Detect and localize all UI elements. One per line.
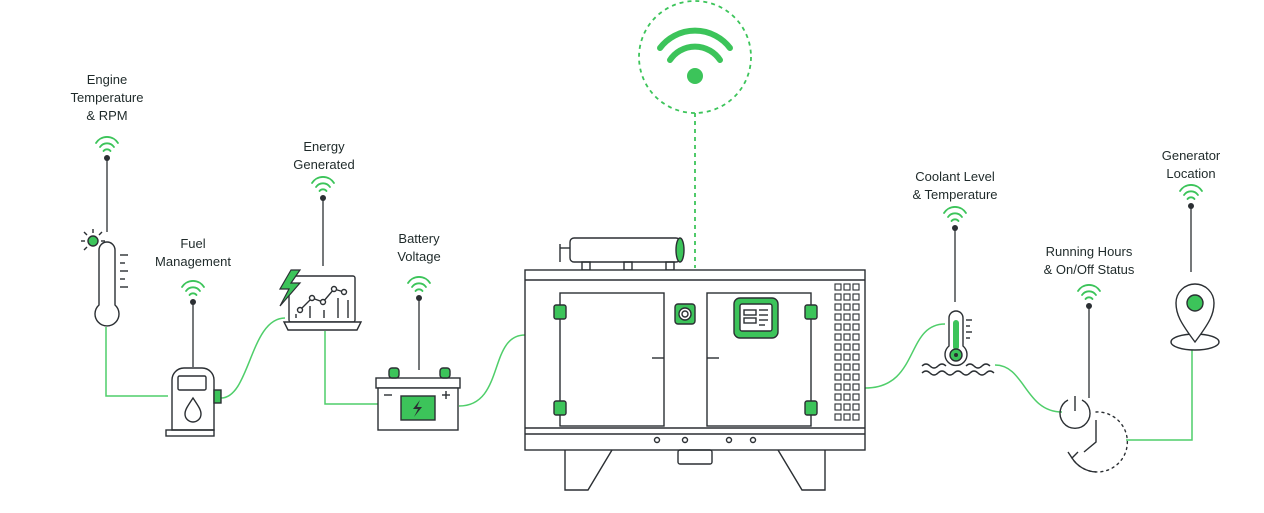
- signal-icon-fuel: [181, 280, 205, 296]
- signal-icon-location: [1179, 184, 1203, 200]
- coolant-thermometer-icon: [921, 310, 995, 376]
- signal-icon-coolant: [943, 206, 967, 222]
- signal-icon-battery: [407, 276, 431, 292]
- battery-icon: [375, 367, 461, 431]
- signal-icon-engine: [95, 136, 119, 152]
- wire-energy-battery: [324, 331, 378, 405]
- signal-icon-running: [1077, 284, 1101, 300]
- label-coolant-level-temperature: Coolant Level & Temperature: [912, 169, 998, 202]
- connection-wires: [105, 317, 1193, 441]
- map-pin-icon: [1170, 283, 1220, 351]
- wifi-dashed-circle: [638, 0, 752, 114]
- wire-fuel-energy: [220, 317, 286, 399]
- thermometer-sun-icon: [81, 229, 128, 327]
- label-battery-voltage: Battery Voltage: [397, 231, 441, 264]
- wire-battery-generator: [458, 334, 526, 407]
- wifi-icon: [657, 27, 733, 84]
- central-wifi: [638, 0, 752, 268]
- wire-coolant-running: [994, 364, 1063, 413]
- signal-icon-energy: [311, 176, 335, 192]
- wire-running-location: [1126, 350, 1193, 441]
- signal-dots: [104, 155, 1194, 309]
- laptop-chart-icon: [278, 269, 363, 331]
- label-energy-generated: Energy Generated: [293, 139, 355, 172]
- generator-icon: [524, 237, 866, 491]
- label-generator-location: Generator Location: [1161, 148, 1221, 181]
- wire-engine-fuel: [105, 327, 168, 397]
- label-engine-temperature-rpm: Engine Temperature & RPM: [70, 72, 144, 123]
- wire-generator-coolant: [864, 323, 946, 389]
- fuel-pump-icon: [165, 367, 222, 437]
- label-fuel-management: Fuel Management: [155, 236, 231, 269]
- signal-stems: [106, 158, 1192, 398]
- label-running-hours-status: Running Hours & On/Off Status: [1043, 244, 1135, 277]
- power-clock-icon: [1059, 396, 1129, 473]
